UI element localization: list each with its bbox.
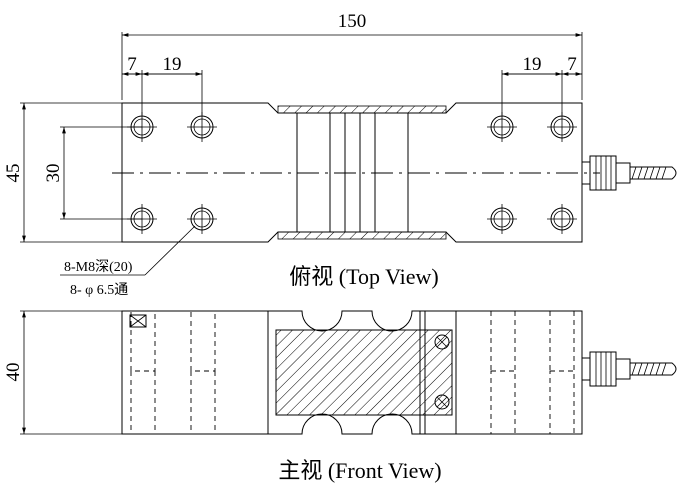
hidden-holes-right (490, 311, 575, 435)
top-view-caption: 俯视 (Top View) (289, 264, 439, 289)
hole-callout: 8-M8深(20) 8- φ 6.5通 (60, 225, 196, 298)
mounting-hole (187, 204, 217, 234)
strain-gauge-area (275, 329, 453, 416)
mounting-hole (547, 204, 577, 234)
reference-marker-icon (129, 314, 147, 328)
mounting-hole (487, 204, 517, 234)
dimension-right-holes: 19 7 (501, 54, 582, 115)
flexure-lines (296, 113, 409, 232)
mounting-hole (127, 204, 157, 234)
dim-left-pitch-label: 19 (163, 54, 182, 75)
callout-thread-label: 8-M8深(20) (64, 259, 133, 275)
dim-width-label: 45 (3, 164, 24, 183)
dimension-hole-spacing: 30 (43, 126, 142, 220)
front-view: 40 (3, 310, 677, 483)
mounting-hole (547, 112, 577, 142)
mounting-holes-top (127, 112, 577, 234)
front-view-body-outline (121, 310, 583, 435)
mounting-hole (487, 112, 517, 142)
screw-icon (434, 394, 450, 410)
screw-icon (434, 334, 450, 350)
dim-height-label: 40 (3, 363, 24, 382)
dimension-height: 40 (3, 310, 122, 435)
front-view-caption: 主视 (Front View) (278, 458, 441, 483)
top-view: 150 7 19 19 7 (3, 11, 677, 298)
dimension-left-holes: 7 19 (122, 54, 203, 115)
dim-right-pitch-label: 19 (523, 54, 542, 75)
top-hatch-band (277, 105, 447, 114)
dim-left-edge-label: 7 (127, 54, 137, 75)
mounting-hole (127, 112, 157, 142)
dimension-width: 45 (3, 102, 122, 243)
dimension-total-length: 150 (121, 11, 583, 100)
callout-through-label: 8- φ 6.5通 (70, 282, 128, 298)
dim-hole-spacing-label: 30 (43, 164, 64, 183)
hidden-holes-left (130, 310, 216, 434)
cable-connector-top (581, 155, 677, 191)
mounting-hole (187, 112, 217, 142)
cable-connector-front (581, 351, 677, 387)
dim-total-length-label: 150 (338, 11, 367, 32)
bottom-hatch-band (277, 231, 447, 240)
dim-right-edge-label: 7 (567, 54, 577, 75)
